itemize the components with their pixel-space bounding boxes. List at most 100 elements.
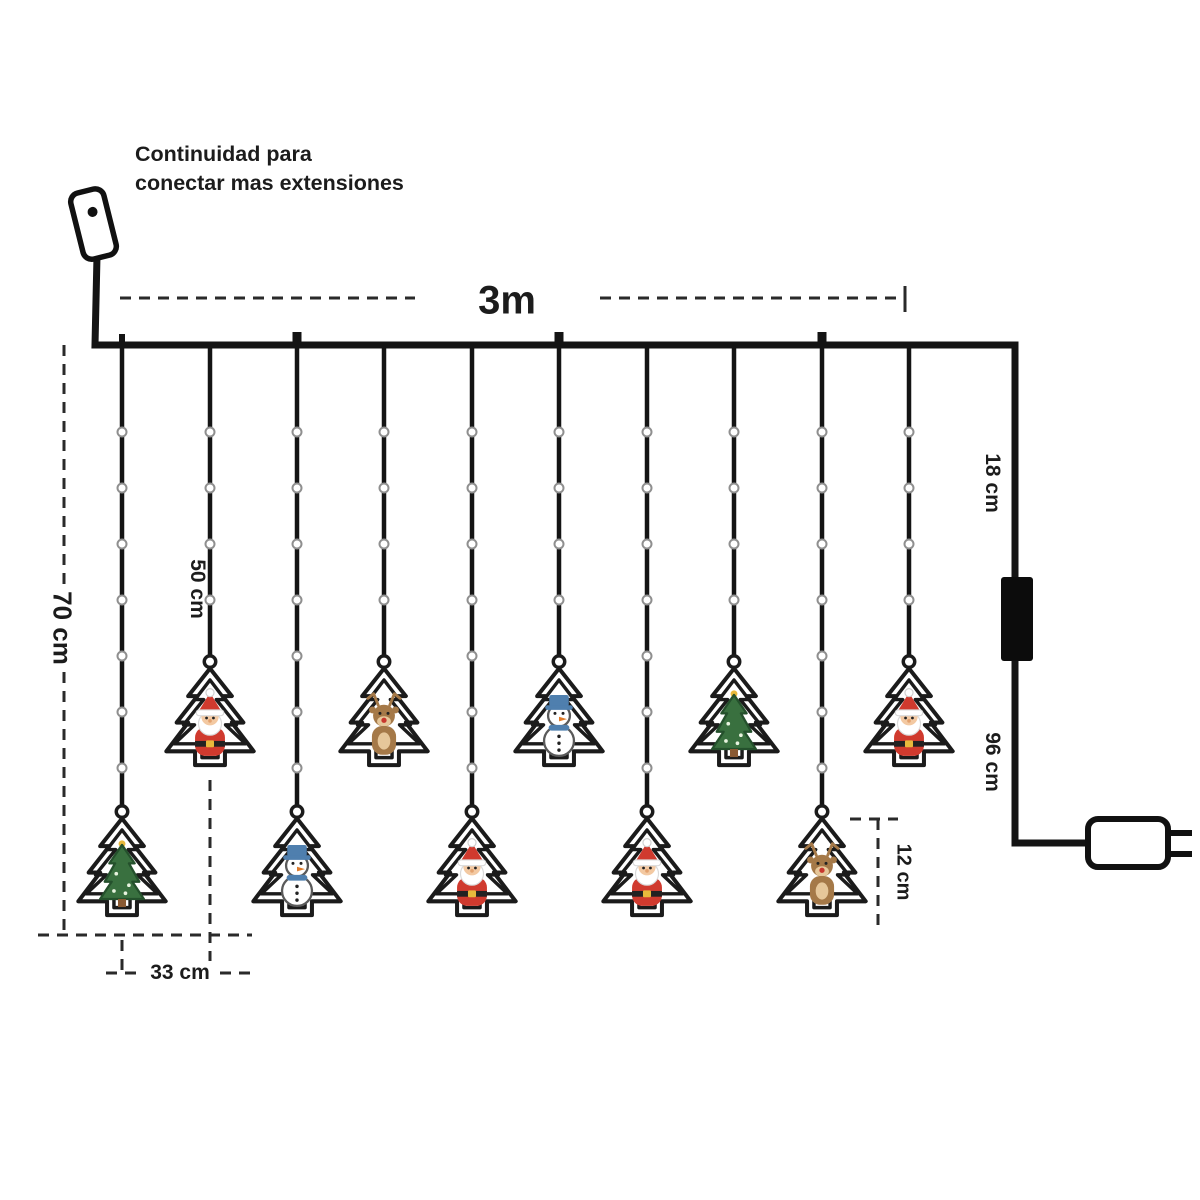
pendant-frame-inner	[346, 678, 422, 760]
santa-hat-pom	[205, 688, 215, 698]
reindeer-antlers	[804, 842, 840, 857]
pendant-frame-inner	[696, 678, 772, 760]
santa-hat-brim	[894, 709, 924, 717]
bulb-icon	[204, 426, 216, 438]
bulb-icon	[291, 706, 303, 718]
bulb-icon	[641, 482, 653, 494]
bulb-icon	[291, 594, 303, 606]
bulb-icon	[466, 650, 478, 662]
santa-eye	[649, 866, 652, 870]
power-plug-icon	[1085, 816, 1192, 870]
bulb-icon	[641, 594, 653, 606]
snowman-eye	[291, 861, 295, 865]
bulb-icon	[466, 538, 478, 550]
bulb-icon	[816, 538, 828, 550]
pendant-reindeer	[776, 804, 868, 918]
pendant-hanger	[464, 804, 480, 820]
snowman-button	[557, 734, 561, 739]
bulb-icon	[378, 594, 390, 606]
pendant-character	[632, 838, 662, 906]
pendant-hanger	[376, 654, 392, 670]
tree-ornament	[123, 891, 128, 896]
dimension-line-33cm	[106, 780, 252, 975]
dimension-line-12cm	[850, 817, 898, 928]
power-plug-prong	[1166, 830, 1192, 836]
snowman-hat	[287, 844, 307, 857]
santa-nose	[208, 718, 212, 723]
reindeer-eye	[824, 861, 828, 865]
pendant-christmas-tree	[76, 804, 168, 918]
wire-clip	[817, 332, 827, 345]
bulb-icon	[204, 594, 216, 606]
pendant-santa	[426, 804, 518, 918]
bulb-icon	[816, 762, 828, 774]
santa-buckle	[642, 890, 652, 898]
bulb-icon	[466, 762, 478, 774]
tree-ornament	[112, 889, 116, 893]
tree-ornament	[726, 721, 731, 726]
bulb-icon	[816, 482, 828, 494]
bulb-icon	[116, 482, 128, 494]
bulb-icon	[816, 426, 828, 438]
bulb-icon	[728, 538, 740, 550]
bulb-icon	[553, 426, 565, 438]
controller-box	[1001, 577, 1033, 661]
pendant-hanger	[289, 804, 305, 820]
santa-hat-brim	[457, 859, 487, 867]
snowman-eye	[299, 861, 303, 865]
bulb-icon	[903, 482, 915, 494]
pendant-snowman	[251, 804, 343, 918]
bulb-icon	[553, 538, 565, 550]
pendant-santa	[863, 654, 955, 768]
dimension-label-lead-top: 18 cm	[981, 453, 1004, 513]
bulb-icon	[641, 762, 653, 774]
bulb-icon	[116, 426, 128, 438]
dimension-label-drop-spacing: 33 cm	[142, 961, 218, 985]
snowman-button	[295, 884, 299, 889]
pendant-character	[280, 844, 314, 908]
santa-eye	[474, 866, 477, 870]
snowman-button	[557, 748, 561, 752]
pendant-character	[804, 842, 840, 905]
pendant-character	[542, 694, 576, 758]
pendant-christmas-tree	[688, 654, 780, 768]
santa-hat-brim	[195, 709, 225, 717]
santa-eye	[911, 716, 914, 720]
santa-eye	[467, 866, 470, 870]
pendant-character	[894, 688, 924, 756]
bulb-icon	[641, 426, 653, 438]
dimension-label-total-width: 3m	[478, 278, 536, 323]
snowman-eye	[553, 711, 557, 715]
pendant-character	[457, 838, 487, 906]
bulb-icon	[728, 482, 740, 494]
bulb-icon	[903, 426, 915, 438]
bulb-icon	[116, 538, 128, 550]
pendant-frame-inner	[871, 678, 947, 760]
santa-hat-pom	[904, 688, 914, 698]
tree-trunk	[117, 899, 127, 908]
pendant-character	[711, 690, 757, 758]
bulb-icon	[903, 538, 915, 550]
reindeer-nose	[381, 717, 387, 723]
wire-clip	[292, 332, 302, 345]
pendant-hanger	[551, 654, 567, 670]
pendant-frame-inner	[434, 828, 510, 910]
bulb-icon	[291, 482, 303, 494]
pendant-hanger	[814, 804, 830, 820]
bulb-icon	[466, 706, 478, 718]
santa-hat-pom	[642, 838, 652, 848]
bulb-icon	[116, 762, 128, 774]
pendant-frame-inner	[521, 678, 597, 760]
bulb-icon	[291, 426, 303, 438]
reindeer-belly	[815, 882, 829, 900]
santa-nose	[470, 868, 474, 873]
santa-eye	[212, 716, 215, 720]
pendant-hanger	[726, 654, 742, 670]
bulb-icon	[466, 594, 478, 606]
santa-eye	[205, 716, 208, 720]
bulb-icon	[553, 482, 565, 494]
pendant-character	[99, 840, 145, 908]
pendant-santa	[164, 654, 256, 768]
snowman-eye	[561, 711, 565, 715]
bulb-icon	[291, 538, 303, 550]
